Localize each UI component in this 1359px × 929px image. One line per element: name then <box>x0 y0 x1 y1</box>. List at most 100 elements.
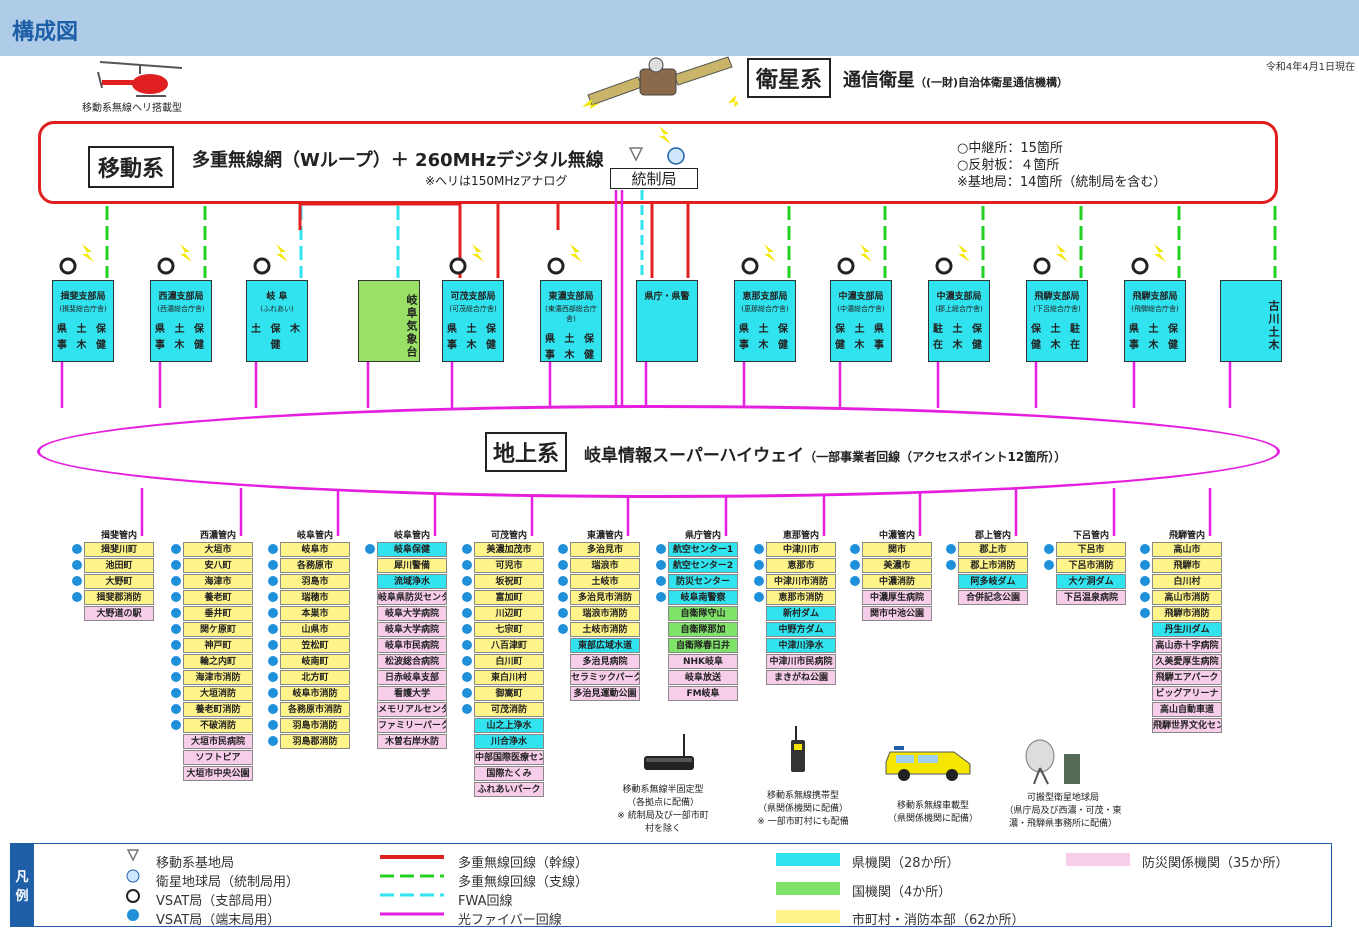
vsat-terminal-icon <box>268 672 278 682</box>
office-name: 古川土木 <box>1267 300 1280 352</box>
terminal-item: 航空センター2 <box>668 558 738 573</box>
terminal-item: 羽島市消防 <box>280 718 350 733</box>
terminal-item: 多治見運動公園 <box>570 686 640 701</box>
terminal-item: 本巣市 <box>280 606 350 621</box>
vsat-terminal-icon <box>268 608 278 618</box>
terminal-item: 大垣市中央公園 <box>183 766 253 781</box>
vsat-terminal-icon <box>171 688 181 698</box>
equipment-caption-line: （県関係機関に配備） <box>887 814 978 824</box>
vsat-terminal-icon <box>1140 544 1150 554</box>
legend-disaster: 防災関係機関（35か所） <box>1142 856 1289 871</box>
terminal-item: 岐阜市民病院 <box>377 638 447 653</box>
terminal-column: 飛騨管内高山市飛騨市白川村高山市消防飛騨市消防丹生川ダム高山赤十字病院久美愛厚生… <box>1152 530 1222 734</box>
vsat-terminal-icon <box>268 576 278 586</box>
terminal-item: 羽島市 <box>280 574 350 589</box>
terminal-item: 八百津町 <box>474 638 544 653</box>
connection-lines <box>60 190 1277 536</box>
equipment-caption-line: 移動系無線車載型 <box>896 801 969 811</box>
equipment-caption-line: 村を除く <box>644 824 681 834</box>
terminal-item: ファミリーパーク <box>377 718 447 733</box>
vsat-terminal-icon <box>171 624 181 634</box>
equipment-caption-line: 移動系無線半固定型 <box>622 785 704 795</box>
vsat-terminal-icon <box>462 672 472 682</box>
office-units: 県 土 保 事 木 健 <box>447 324 499 351</box>
terminal-item: 坂祝町 <box>474 574 544 589</box>
office-name: 県庁・県警 <box>644 292 690 302</box>
office-box: 恵那支部局(恵那総合庁舎)県 土 保 事 木 健 <box>734 280 796 362</box>
vsat-terminal-icon <box>268 640 278 650</box>
terminal-item: 中津川市 <box>766 542 836 557</box>
terminal-item: 高山赤十字病院 <box>1152 638 1222 653</box>
terminal-item: 下呂市消防 <box>1056 558 1126 573</box>
terminal-item: セラミックパーク <box>570 670 640 685</box>
legend-tab-char-2: 例 <box>15 889 29 904</box>
vsat-terminal-icon <box>558 592 568 602</box>
base-station-legend-icon <box>126 849 140 862</box>
vsat-terminal-icon <box>754 560 764 570</box>
terminal-item: 揖斐川町 <box>84 542 154 557</box>
office-name: 岐阜気象台 <box>405 293 418 359</box>
office-box: 揖斐支部局(揖斐総合庁舎)県 土 保 事 木 健 <box>52 280 114 362</box>
office-box: 古川土木 <box>1220 280 1282 362</box>
terminal-item: 高山市 <box>1152 542 1222 557</box>
column-header: 東濃管内 <box>586 531 623 541</box>
terminal-item: ビッグアリーナ <box>1152 686 1222 701</box>
office-sub: (中濃総合庁舎) <box>837 305 885 313</box>
equipment-caption: 可搬型衛星地球局（県庁局及び西濃・可茂・東濃・飛騨県事務所に配備） <box>1000 792 1126 831</box>
terminal-column: 恵那管内中津川市恵那市中津川市消防恵那市消防新村ダム中野方ダム中津川浄水中津川市… <box>766 530 836 686</box>
legend-icons <box>126 849 140 921</box>
vsat-terminal-icon <box>558 576 568 586</box>
vsat-terminal-icon <box>268 704 278 714</box>
equipment-caption-line: ※ 一部市町村にも配備 <box>757 817 849 827</box>
terminal-item: 土岐市消防 <box>570 622 640 637</box>
office-units: 県 土 保 事 木 健 <box>1129 324 1181 351</box>
terminal-item: 池田町 <box>84 558 154 573</box>
terminal-column: 岐阜管内岐阜市各務原市羽島市瑞穂市本巣市山県市笠松町岐南町北方町岐阜市消防各務原… <box>280 530 350 750</box>
terminal-item: 中野方ダム <box>766 622 836 637</box>
terminal-item: 流域浄水 <box>377 574 447 589</box>
vsat-terminal-icon <box>171 560 181 570</box>
terminal-item: 川合浄水 <box>474 734 544 749</box>
vsat-dish-icon <box>741 244 776 275</box>
terminal-item: 東部広域水道 <box>570 638 640 653</box>
terminal-column: 揖斐管内揖斐川町池田町大野町揖斐郡消防大野道の駅 <box>84 530 154 622</box>
title-bar <box>0 0 1359 56</box>
vsat-terminal-icon <box>850 544 860 554</box>
terminal-item: 関ケ原町 <box>183 622 253 637</box>
terminal-item: 北方町 <box>280 670 350 685</box>
vsat-terminal-icon <box>72 576 82 586</box>
column-header: 中濃管内 <box>878 531 915 541</box>
vsat-terminal-icon <box>850 560 860 570</box>
vsat-terminal-icon <box>462 608 472 618</box>
vsat-terminal-icon <box>558 560 568 570</box>
terminal-item: 可茂消防 <box>474 702 544 717</box>
terminal-item: 土岐市 <box>570 574 640 589</box>
office-box: 東濃支部局(東濃西部総合庁舎)県 土 保 事 木 健 <box>540 280 602 362</box>
terminal-item: 岐阜大学病院 <box>377 622 447 637</box>
legend-tab-char-1: 凡 <box>15 870 29 885</box>
terminal-item: 下呂温泉病院 <box>1056 590 1126 605</box>
office-sub: (飛騨総合庁舎) <box>1131 305 1179 313</box>
vsat-terminal-icon <box>558 624 568 634</box>
vsat-terminal-icon <box>754 592 764 602</box>
office-name: 飛騨支部局 <box>1132 292 1178 302</box>
terminal-item: 海津市消防 <box>183 670 253 685</box>
vsat-terminal-icon <box>754 576 764 586</box>
legend-swatch-disaster <box>1066 853 1130 866</box>
stat-reflector: ○反射板：４箇所 <box>957 158 1060 173</box>
vsat-terminal-icon <box>946 544 956 554</box>
terminal-item: 岐南町 <box>280 654 350 669</box>
vsat-terminal-icon <box>171 544 181 554</box>
terminal-item: NHK岐阜 <box>668 654 738 669</box>
office-sub: (可茂総合庁舎) <box>449 305 497 313</box>
column-header: 揖斐管内 <box>100 531 137 541</box>
terminal-item: 関市 <box>862 542 932 557</box>
legend-base-station: 移動系基地局 <box>156 856 235 871</box>
vsat-terminal-icon <box>1044 560 1054 570</box>
vsat-terminal-icon <box>656 592 666 602</box>
portable-satellite-icon <box>1025 739 1080 785</box>
office-box: 可茂支部局(可茂総合庁舎)県 土 保 事 木 健 <box>442 280 504 362</box>
equipment-caption-line: （各拠点に配備） <box>626 798 699 808</box>
equipment-caption-line: ※ 統制局及び一部市町 <box>617 811 709 821</box>
